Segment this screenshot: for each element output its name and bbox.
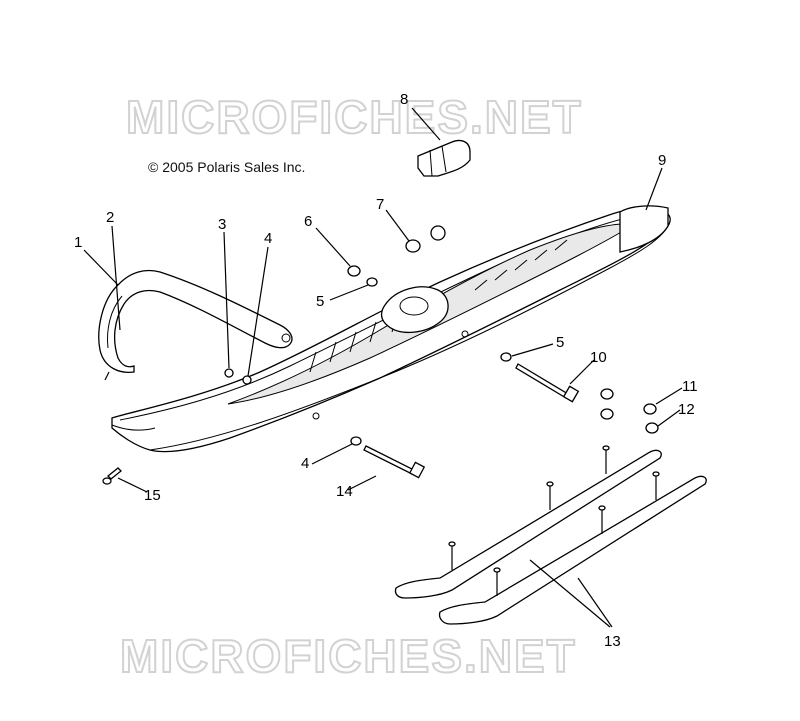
callout-4-upper: 4	[264, 230, 272, 247]
callout-11: 11	[682, 378, 698, 395]
callout-6: 6	[304, 213, 312, 230]
ski-skag-cap	[417, 139, 471, 177]
bolt-10	[515, 363, 580, 403]
callout-12: 12	[678, 401, 695, 418]
callout-14: 14	[336, 483, 353, 500]
watermark-bottom: MICROFICHES.NET	[120, 630, 577, 682]
callout-3: 3	[218, 216, 226, 233]
callout-1: 1	[74, 234, 82, 251]
callout-5-right: 5	[556, 334, 564, 351]
callout-13: 13	[604, 633, 621, 650]
bolt-14	[363, 445, 426, 479]
callout-4-lower: 4	[301, 455, 309, 472]
callout-8: 8	[400, 91, 408, 108]
callout-labels: 1 2 3 4 4 5 5 6 7 8 9 10 11 12 13 14 15	[74, 91, 698, 650]
copyright-text: © 2005 Polaris Sales Inc.	[148, 159, 305, 175]
callout-10: 10	[590, 349, 607, 366]
callout-7: 7	[376, 196, 384, 213]
callout-9: 9	[658, 152, 666, 169]
ski-handle-loop	[98, 269, 293, 374]
callout-15: 15	[144, 487, 161, 504]
leader-lines	[83, 107, 683, 628]
clip-pin	[104, 371, 110, 381]
hardware	[224, 225, 659, 446]
ski-body	[111, 205, 671, 453]
callout-2: 2	[106, 209, 114, 226]
bolt-15	[102, 467, 122, 485]
callout-5-left: 5	[316, 293, 324, 310]
carbide-runners	[394, 445, 707, 625]
watermark-top: MICROFICHES.NET	[126, 91, 583, 143]
